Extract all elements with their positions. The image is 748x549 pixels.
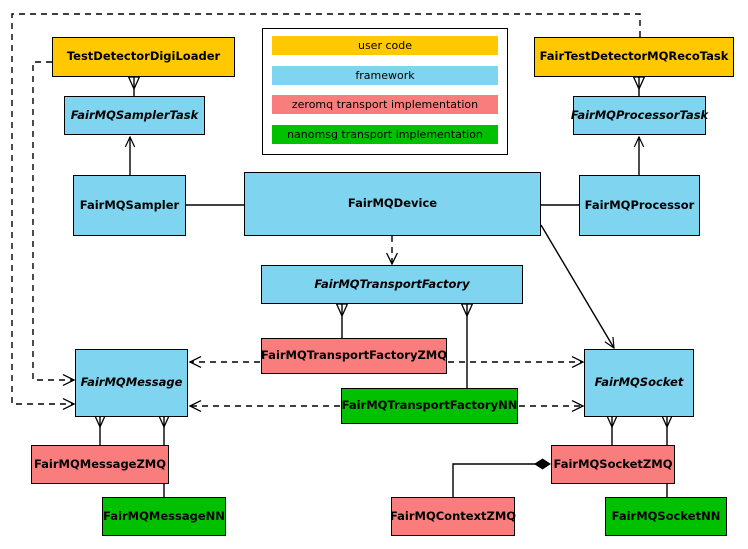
class-node-fairmqprocessortask[interactable]: FairMQProcessorTask xyxy=(571,96,708,135)
legend-item-nanomsg: nanomsg transport implementation xyxy=(272,125,498,144)
edge-device-socket xyxy=(540,224,614,348)
legend-label-user-code: user code xyxy=(357,39,413,52)
legend-label-nanomsg: nanomsg transport implementation xyxy=(287,128,483,141)
legend-label-zeromq: zeromq transport implementation xyxy=(291,98,479,111)
class-node-fairmqdevice[interactable]: FairMQDevice xyxy=(244,172,541,236)
legend-item-framework: framework xyxy=(272,66,498,85)
edge-socketzmq-contextzmq xyxy=(452,458,551,497)
class-node-fairmqmessagezmq[interactable]: FairMQMessageZMQ xyxy=(31,445,169,484)
class-node-fairmqtransportfactorynn[interactable]: FairMQTransportFactoryNN xyxy=(341,388,518,424)
class-node-fairmqsamplertask[interactable]: FairMQSamplerTask xyxy=(64,96,205,135)
class-node-fairmqsampler[interactable]: FairMQSampler xyxy=(73,175,186,236)
class-node-fairmqprocessor[interactable]: FairMQProcessor xyxy=(579,175,700,236)
class-node-fairmqmessage[interactable]: FairMQMessage xyxy=(75,349,188,417)
class-node-fairmqcontextzmq[interactable]: FairMQContextZMQ xyxy=(390,497,516,536)
class-node-fairtestdetectormqrecotask[interactable]: FairTestDetectorMQRecoTask xyxy=(534,37,734,77)
class-node-fairmqsocket[interactable]: FairMQSocket xyxy=(584,349,694,417)
class-node-fairmqtransportfactoryzmq[interactable]: FairMQTransportFactoryZMQ xyxy=(261,338,447,374)
legend-item-zeromq: zeromq transport implementation xyxy=(272,95,498,114)
class-node-fairmqtransportfactory[interactable]: FairMQTransportFactory xyxy=(261,265,523,304)
legend-label-framework: framework xyxy=(355,69,415,82)
class-node-testdetectordigiloader[interactable]: TestDetectorDigiLoader xyxy=(52,37,235,77)
class-node-fairmqsocketnn[interactable]: FairMQSocketNN xyxy=(605,497,727,536)
class-node-fairmqsocketzmq[interactable]: FairMQSocketZMQ xyxy=(551,445,675,484)
legend-item-user-code: user code xyxy=(272,36,498,55)
class-node-fairmqmessagenn[interactable]: FairMQMessageNN xyxy=(102,497,226,536)
